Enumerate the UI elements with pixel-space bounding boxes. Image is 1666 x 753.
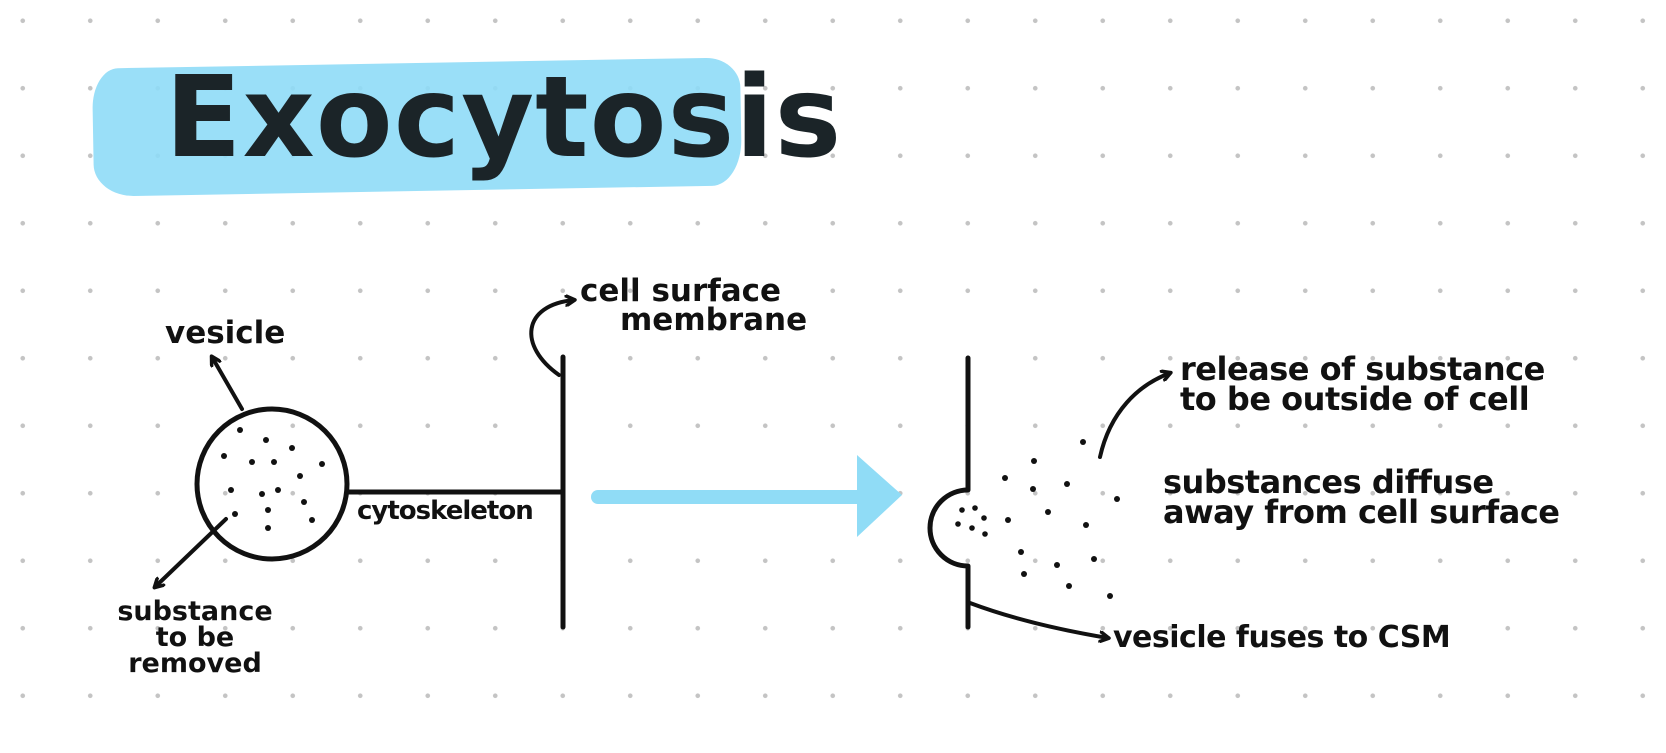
cell-surface-membrane-right [927,355,971,630]
vesicle-pointer-arrow [212,357,244,411]
substance-label-line-2: to be [155,622,235,653]
release-label-line-2: to be outside of cell [1180,380,1530,418]
membrane-pointer-arrow [529,300,574,377]
cell-surface-membrane-label: cell surface membrane [580,276,807,336]
process-arrow [591,455,902,537]
membrane-label-line-2: membrane [620,302,808,338]
diffuse-label: substances diffuse away from cell surfac… [1163,463,1560,531]
page-title: Exocytosis [165,53,843,183]
vesicle-particles [221,427,325,531]
vesicle-circle [194,406,350,562]
substance-label-line-3: removed [128,648,262,679]
release-label: release of substance to be outside of ce… [1180,353,1545,415]
membrane-label-line-1: cell surface [580,273,782,309]
released-particles [1002,439,1120,599]
substance-to-be-removed-label: substance to be removed [100,598,290,677]
fused-vesicle-particles [955,505,988,537]
diffuse-label-line-1: substances diffuse [1163,463,1494,501]
vesicle-fuses-label: vesicle fuses to CSM [1113,620,1451,655]
release-pointer-arrow [1098,373,1170,459]
cytoskeleton-label: cytoskeleton [357,496,534,526]
diffuse-label-line-2: away from cell surface [1163,493,1560,531]
substance-label-line-1: substance [117,596,273,627]
vesicle-label: vesicle [165,315,286,351]
release-label-line-1: release of substance [1180,350,1545,388]
fuses-pointer-arrow [968,601,1108,638]
title-banner: Exocytosis [91,57,841,198]
substance-pointer-arrow [155,517,228,587]
